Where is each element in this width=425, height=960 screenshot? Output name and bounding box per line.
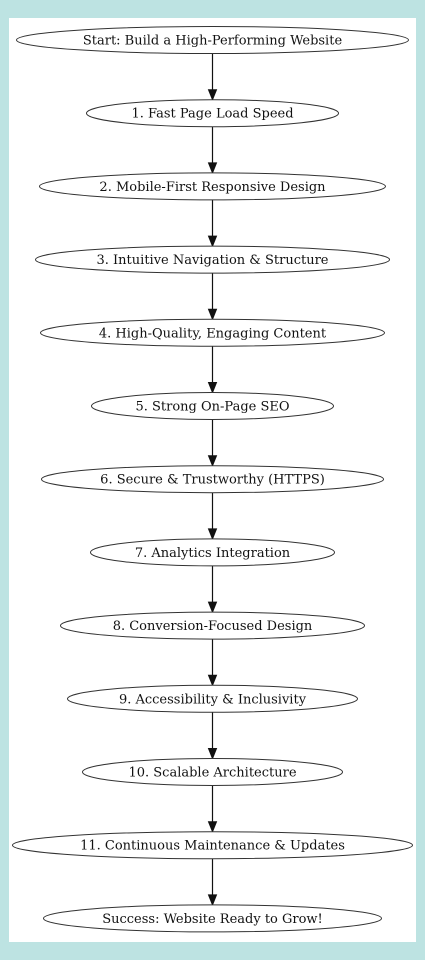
node-ellipse xyxy=(16,26,409,54)
flow-node-step8: 8. Conversion-Focused Design xyxy=(60,611,365,640)
node-label: 8. Conversion-Focused Design xyxy=(113,619,313,634)
arrowhead-icon xyxy=(207,455,218,468)
arrowhead-icon xyxy=(207,748,218,760)
flow-edge xyxy=(207,346,218,394)
flow-node-end: Success: Website Ready to Grow! xyxy=(43,904,382,933)
node-ellipse xyxy=(41,465,384,494)
node-ellipse xyxy=(35,245,390,274)
node-label: 5. Strong On-Page SEO xyxy=(135,400,289,415)
flow-node-step9: 9. Accessibility & Inclusivity xyxy=(67,684,358,713)
flow-edge xyxy=(207,785,218,834)
flow-node-step2: 2. Mobile-First Responsive Design xyxy=(39,172,386,201)
flow-edge xyxy=(207,199,218,248)
flow-edge xyxy=(207,126,218,175)
flow-node-step11: 11. Continuous Maintenance & Updates xyxy=(12,831,413,860)
node-label: 6. Secure & Trustworthy (HTTPS) xyxy=(100,473,325,488)
arrowhead-icon xyxy=(207,894,218,907)
flow-edge xyxy=(207,858,218,907)
node-ellipse xyxy=(82,758,343,786)
node-label: 4. High-Quality, Engaging Content xyxy=(99,326,327,341)
arrowhead-icon xyxy=(207,601,218,614)
nodes-layer: Start: Build a High-Performing Website 1.… xyxy=(12,26,413,933)
arrowhead-icon xyxy=(207,162,218,175)
arrowhead-icon xyxy=(207,89,218,102)
node-ellipse xyxy=(60,611,365,640)
flow-edge xyxy=(207,273,218,321)
diagram-panel: Start: Build a High-Performing Website 1.… xyxy=(9,18,416,942)
flowchart-diagram: Start: Build a High-Performing Website 1.… xyxy=(12,26,413,933)
node-label: 3. Intuitive Navigation & Structure xyxy=(97,253,329,268)
node-label: 10. Scalable Architecture xyxy=(128,766,296,781)
flow-node-step4: 4. High-Quality, Engaging Content xyxy=(40,318,385,347)
flow-edge xyxy=(207,639,218,687)
flow-edge xyxy=(207,53,218,102)
node-label: 11. Continuous Maintenance & Updates xyxy=(80,839,345,854)
edges-layer xyxy=(207,53,218,907)
node-ellipse xyxy=(43,904,382,933)
node-label: 1. Fast Page Load Speed xyxy=(131,107,293,122)
node-ellipse xyxy=(40,318,385,347)
flow-edge xyxy=(207,712,218,760)
arrowhead-icon xyxy=(207,528,218,541)
arrowhead-icon xyxy=(207,382,218,394)
flow-node-step10: 10. Scalable Architecture xyxy=(82,758,343,786)
node-ellipse xyxy=(39,172,386,201)
flow-node-step3: 3. Intuitive Navigation & Structure xyxy=(35,245,390,274)
node-ellipse xyxy=(86,99,339,128)
flow-edge xyxy=(207,492,218,541)
node-label: 7. Analytics Integration xyxy=(135,546,291,561)
flow-node-start: Start: Build a High-Performing Website xyxy=(16,26,409,54)
flow-node-step5: 5. Strong On-Page SEO xyxy=(91,392,334,420)
arrowhead-icon xyxy=(207,821,218,834)
flow-edge xyxy=(207,565,218,614)
node-label: Success: Website Ready to Grow! xyxy=(102,912,323,927)
flow-node-step7: 7. Analytics Integration xyxy=(90,538,335,567)
node-ellipse xyxy=(12,831,413,860)
flow-edge xyxy=(207,419,218,468)
node-label: Start: Build a High-Performing Website xyxy=(83,34,343,49)
arrowhead-icon xyxy=(207,674,218,687)
node-ellipse xyxy=(67,684,358,713)
node-label: 2. Mobile-First Responsive Design xyxy=(99,180,326,195)
node-ellipse xyxy=(90,538,335,567)
flow-node-step1: 1. Fast Page Load Speed xyxy=(86,99,339,128)
flow-node-step6: 6. Secure & Trustworthy (HTTPS) xyxy=(41,465,384,494)
node-ellipse xyxy=(91,392,334,420)
arrowhead-icon xyxy=(207,235,218,248)
arrowhead-icon xyxy=(207,308,218,321)
node-label: 9. Accessibility & Inclusivity xyxy=(119,692,307,707)
